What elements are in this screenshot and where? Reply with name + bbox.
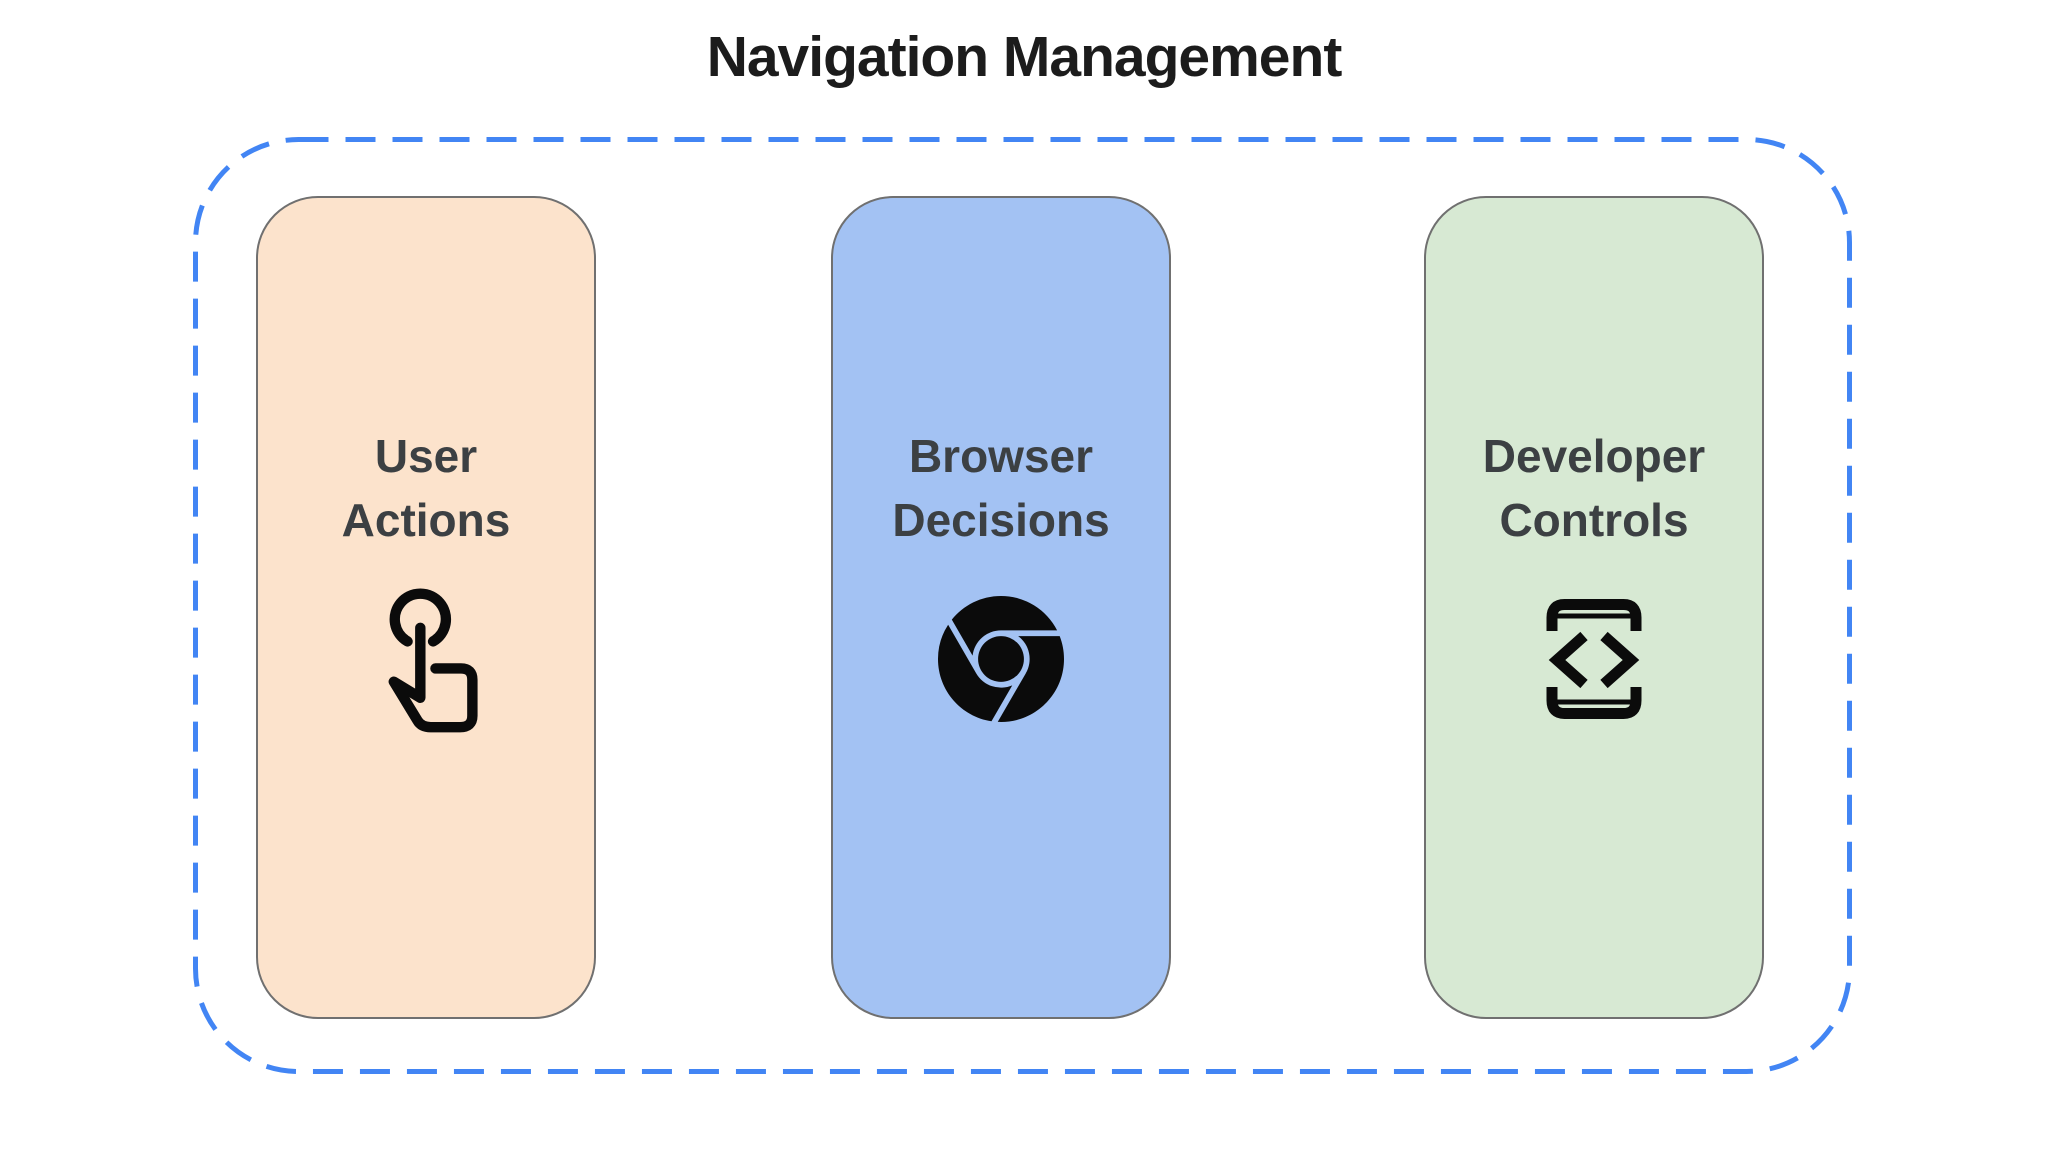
card-browser-decisions: Browser Decisions <box>831 196 1171 1019</box>
card-user-actions: User Actions <box>256 196 596 1019</box>
diagram-title: Navigation Management <box>706 25 1343 89</box>
chrome-logo-icon <box>938 584 1064 734</box>
card-title-line1: User <box>374 430 478 482</box>
dashed-border <box>193 137 1852 1074</box>
card-title-line1: Developer <box>1482 430 1706 482</box>
dashed-group-boundary <box>193 137 1852 1074</box>
card-title-line2: Actions <box>341 494 511 546</box>
card-title-line1: Browser <box>908 430 1094 482</box>
card-title-browser-decisions: Browser Decisions <box>892 424 1109 552</box>
developer-mode-icon <box>1544 584 1644 734</box>
card-title-line2: Decisions <box>892 494 1110 546</box>
card-title-line2: Controls <box>1499 494 1689 546</box>
card-title-user-actions: User Actions <box>342 424 511 552</box>
card-title-developer-controls: Developer Controls <box>1483 424 1705 552</box>
touch-gesture-icon <box>373 584 479 734</box>
card-developer-controls: Developer Controls <box>1424 196 1764 1019</box>
